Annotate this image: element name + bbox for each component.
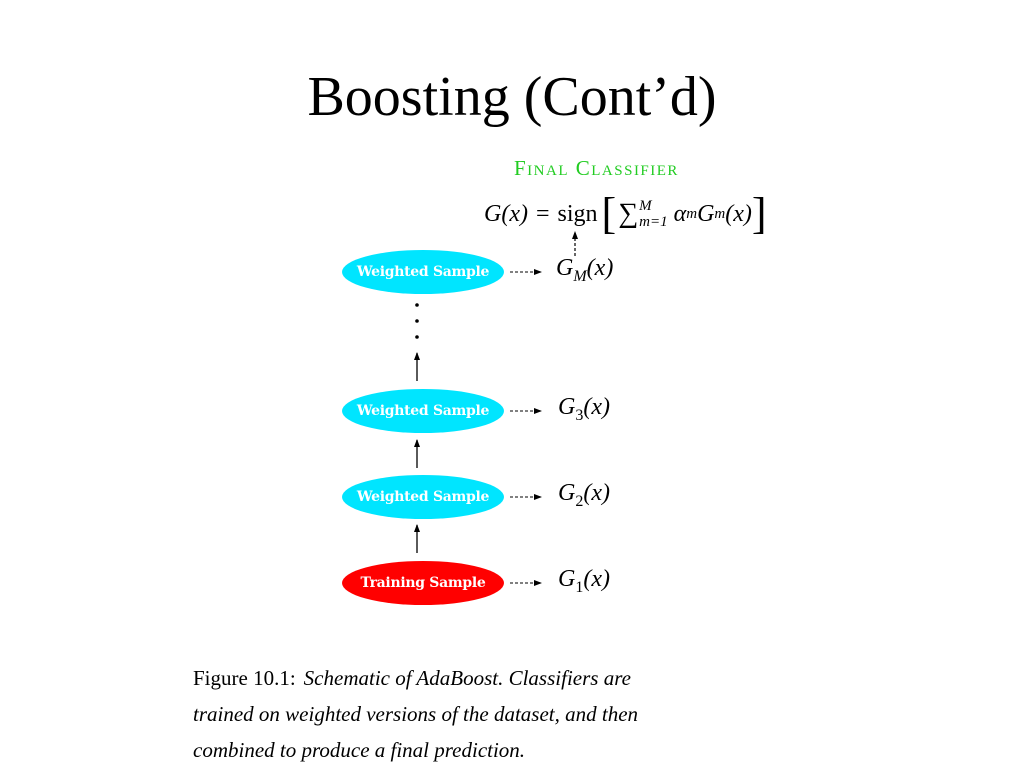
classifier-G-3-symbol: G (558, 394, 576, 420)
classifier-G-1-symbol: G (558, 566, 576, 592)
figure-caption: Figure 10.1: Schematic of AdaBoost. Class… (193, 660, 813, 768)
classifier-G-3-arg: (x) (583, 394, 610, 420)
caption-line-2: trained on weighted versions of the data… (193, 702, 639, 726)
classifier-G-2-symbol: G (558, 480, 576, 506)
training-sample-label: Training Sample (360, 575, 486, 591)
ellipsis-dot-2 (415, 319, 419, 323)
ellipsis-dot-3 (415, 335, 419, 339)
formula-left-bracket: [ (601, 189, 617, 238)
caption-lead: Figure 10.1: (193, 666, 296, 690)
formula-sum-lower: m=1 (639, 214, 668, 230)
classifier-G-M-symbol: G (556, 255, 574, 281)
formula-g-sub: m (714, 205, 726, 222)
final-classifier-label: Final Classifier (514, 156, 679, 180)
weighted-sample-M: Weighted Sample (342, 250, 504, 294)
classifier-G-2: G2(x) (558, 480, 610, 511)
classifier-G-M: GM(x) (556, 255, 613, 286)
weighted-sample-2-label: Weighted Sample (356, 489, 490, 505)
formula-alpha: α (673, 200, 687, 227)
weighted-sample-2: Weighted Sample (342, 475, 504, 519)
classifier-G-1: G1(x) (558, 566, 610, 597)
classifier-G-3: G3(x) (558, 394, 610, 425)
classifier-G-M-arg: (x) (586, 255, 614, 281)
classifier-G-3-sub: 3 (575, 406, 584, 424)
formula-arg: (x) (725, 200, 752, 227)
classifier-G-1-sub: 1 (575, 578, 584, 596)
weighted-sample-M-label: Weighted Sample (356, 264, 490, 280)
formula-g: G (697, 200, 715, 227)
caption-line-1-text: Schematic of AdaBoost. Classifiers are (303, 666, 631, 690)
training-sample: Training Sample (342, 561, 504, 605)
caption-line-1: Figure 10.1: Schematic of AdaBoost. Class… (193, 660, 813, 696)
formula-sum-limits: M m=1 (639, 198, 667, 230)
classifier-G-2-arg: (x) (583, 480, 610, 506)
formula-sum-upper: M (639, 198, 652, 214)
ellipsis-dot-1 (415, 303, 419, 307)
formula-equals: = (535, 200, 550, 227)
slide-title: Boosting (Cont’d) (307, 66, 717, 128)
classifier-G-M-sub: M (573, 267, 587, 285)
formula-right-bracket: ] (751, 189, 767, 238)
weighted-sample-3-label: Weighted Sample (356, 403, 490, 419)
formula-sign: sign (557, 200, 598, 227)
classifier-G-2-sub: 2 (575, 492, 584, 510)
caption-line-3: combined to produce a final prediction. (193, 738, 526, 762)
formula-alpha-sub: m (686, 205, 698, 222)
formula-lhs: G(x) (484, 200, 528, 227)
weighted-sample-3: Weighted Sample (342, 389, 504, 433)
formula-sum-symbol: ∑ (618, 198, 639, 229)
classifier-G-1-arg: (x) (583, 566, 610, 592)
